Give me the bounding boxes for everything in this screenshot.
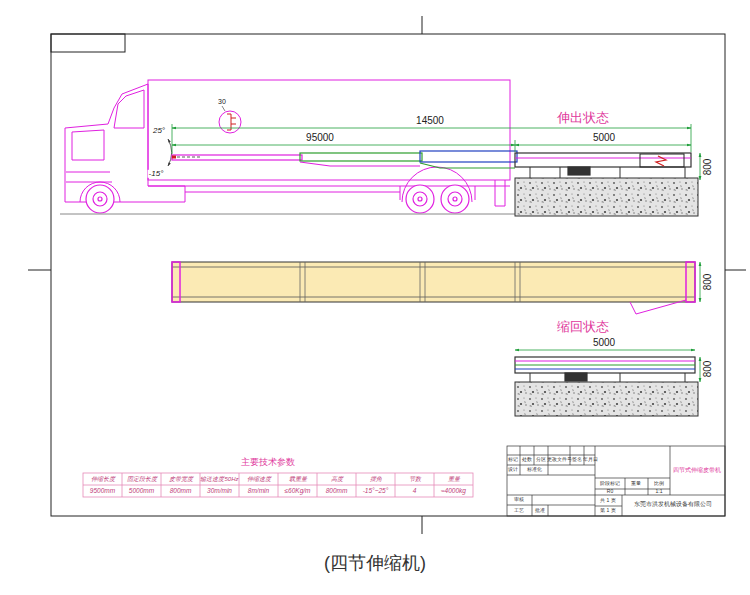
angle-label: 25° xyxy=(152,127,166,135)
title-block-cell: 比例 xyxy=(653,481,665,486)
table-value: 8m/min xyxy=(247,488,270,495)
table-header: 高度 xyxy=(330,476,344,482)
dimension-label: 800 xyxy=(703,158,714,177)
table-header: 输送速度50Hz xyxy=(199,476,239,482)
title-block-cell: R0 xyxy=(606,489,614,494)
title-block-cell: 阶段标记 xyxy=(599,481,621,486)
title-block-cell: 标记 xyxy=(507,457,519,462)
table-value: ≤60Kg/m xyxy=(284,488,312,495)
conveyor-plan xyxy=(172,262,700,314)
table-header: 伸缩速度 xyxy=(246,476,272,482)
title-block-cell: 审核 xyxy=(513,497,525,502)
caption: (四节伸缩机) xyxy=(323,554,427,573)
dimension-label: 95000 xyxy=(305,133,335,144)
ground-line xyxy=(60,214,515,215)
conveyor-retracted xyxy=(515,350,700,382)
table-value: 5000mm xyxy=(128,488,155,495)
dimension-lines xyxy=(172,124,700,180)
title-block-cell: 工艺 xyxy=(513,508,525,513)
title-block-cell: 标准化 xyxy=(526,467,543,472)
truck xyxy=(65,80,510,206)
title-block-cell: 第 1 页 xyxy=(599,508,617,513)
dimension-label: 5000 xyxy=(592,133,616,144)
table-value: 4 xyxy=(412,488,418,495)
table-value: 30m/min xyxy=(206,488,233,495)
angle-label: -15° xyxy=(148,170,165,178)
table-header: 固定段长度 xyxy=(126,476,158,482)
table-title: 主要技术参数 xyxy=(240,458,296,467)
drawing-name: 四节式伸缩皮带机 xyxy=(672,467,722,473)
table-header: 伸缩长度 xyxy=(90,476,116,482)
frame xyxy=(28,16,746,534)
table-value: 800mm xyxy=(325,488,349,495)
state-title: 缩回状态 xyxy=(556,320,610,334)
dimension-label: 5000 xyxy=(592,338,616,349)
dimension-label: 800 xyxy=(703,273,714,292)
title-block-cell: 分区 xyxy=(535,457,547,462)
table-value: 800mm xyxy=(169,488,193,495)
dimension-label: 800 xyxy=(703,360,714,379)
table-header: 摆角 xyxy=(369,476,383,482)
wheel xyxy=(86,185,469,213)
conveyor-extended xyxy=(172,151,691,178)
state-title: 伸出状态 xyxy=(556,111,610,125)
detail-circle xyxy=(219,106,241,133)
title-block-cell: 批准 xyxy=(534,508,546,513)
callout-number: 30 xyxy=(217,98,227,105)
gravel-base xyxy=(515,382,698,416)
title-block-cell: 1:1 xyxy=(655,489,664,494)
table-header: 节数 xyxy=(408,476,422,482)
company-name: 东莞市洪发机械设备有限公司 xyxy=(633,502,713,508)
parameter-table xyxy=(83,473,473,497)
title-block-cell: 签名 xyxy=(571,457,583,462)
table-value: -15°~25° xyxy=(362,488,390,495)
table-header: 载重量 xyxy=(288,476,308,482)
table-value: ≈4000kg xyxy=(440,488,467,495)
swing-angle xyxy=(168,139,200,166)
dimension-label: 14500 xyxy=(415,116,445,127)
title-block-cell: 更改文件号 xyxy=(546,457,573,462)
gravel-base xyxy=(515,178,698,216)
table-value: 9500mm xyxy=(89,488,116,495)
title-block xyxy=(507,446,725,516)
title-block-cell: 共 1 页 xyxy=(599,498,617,503)
table-header: 皮带宽度 xyxy=(168,476,194,482)
title-block-cell: 年月日 xyxy=(582,457,599,462)
title-block-cell: 重量 xyxy=(630,481,642,486)
title-block-cell: 设计 xyxy=(507,467,519,472)
title-block-cell: 处数 xyxy=(521,457,533,462)
table-header: 重量 xyxy=(447,476,461,482)
